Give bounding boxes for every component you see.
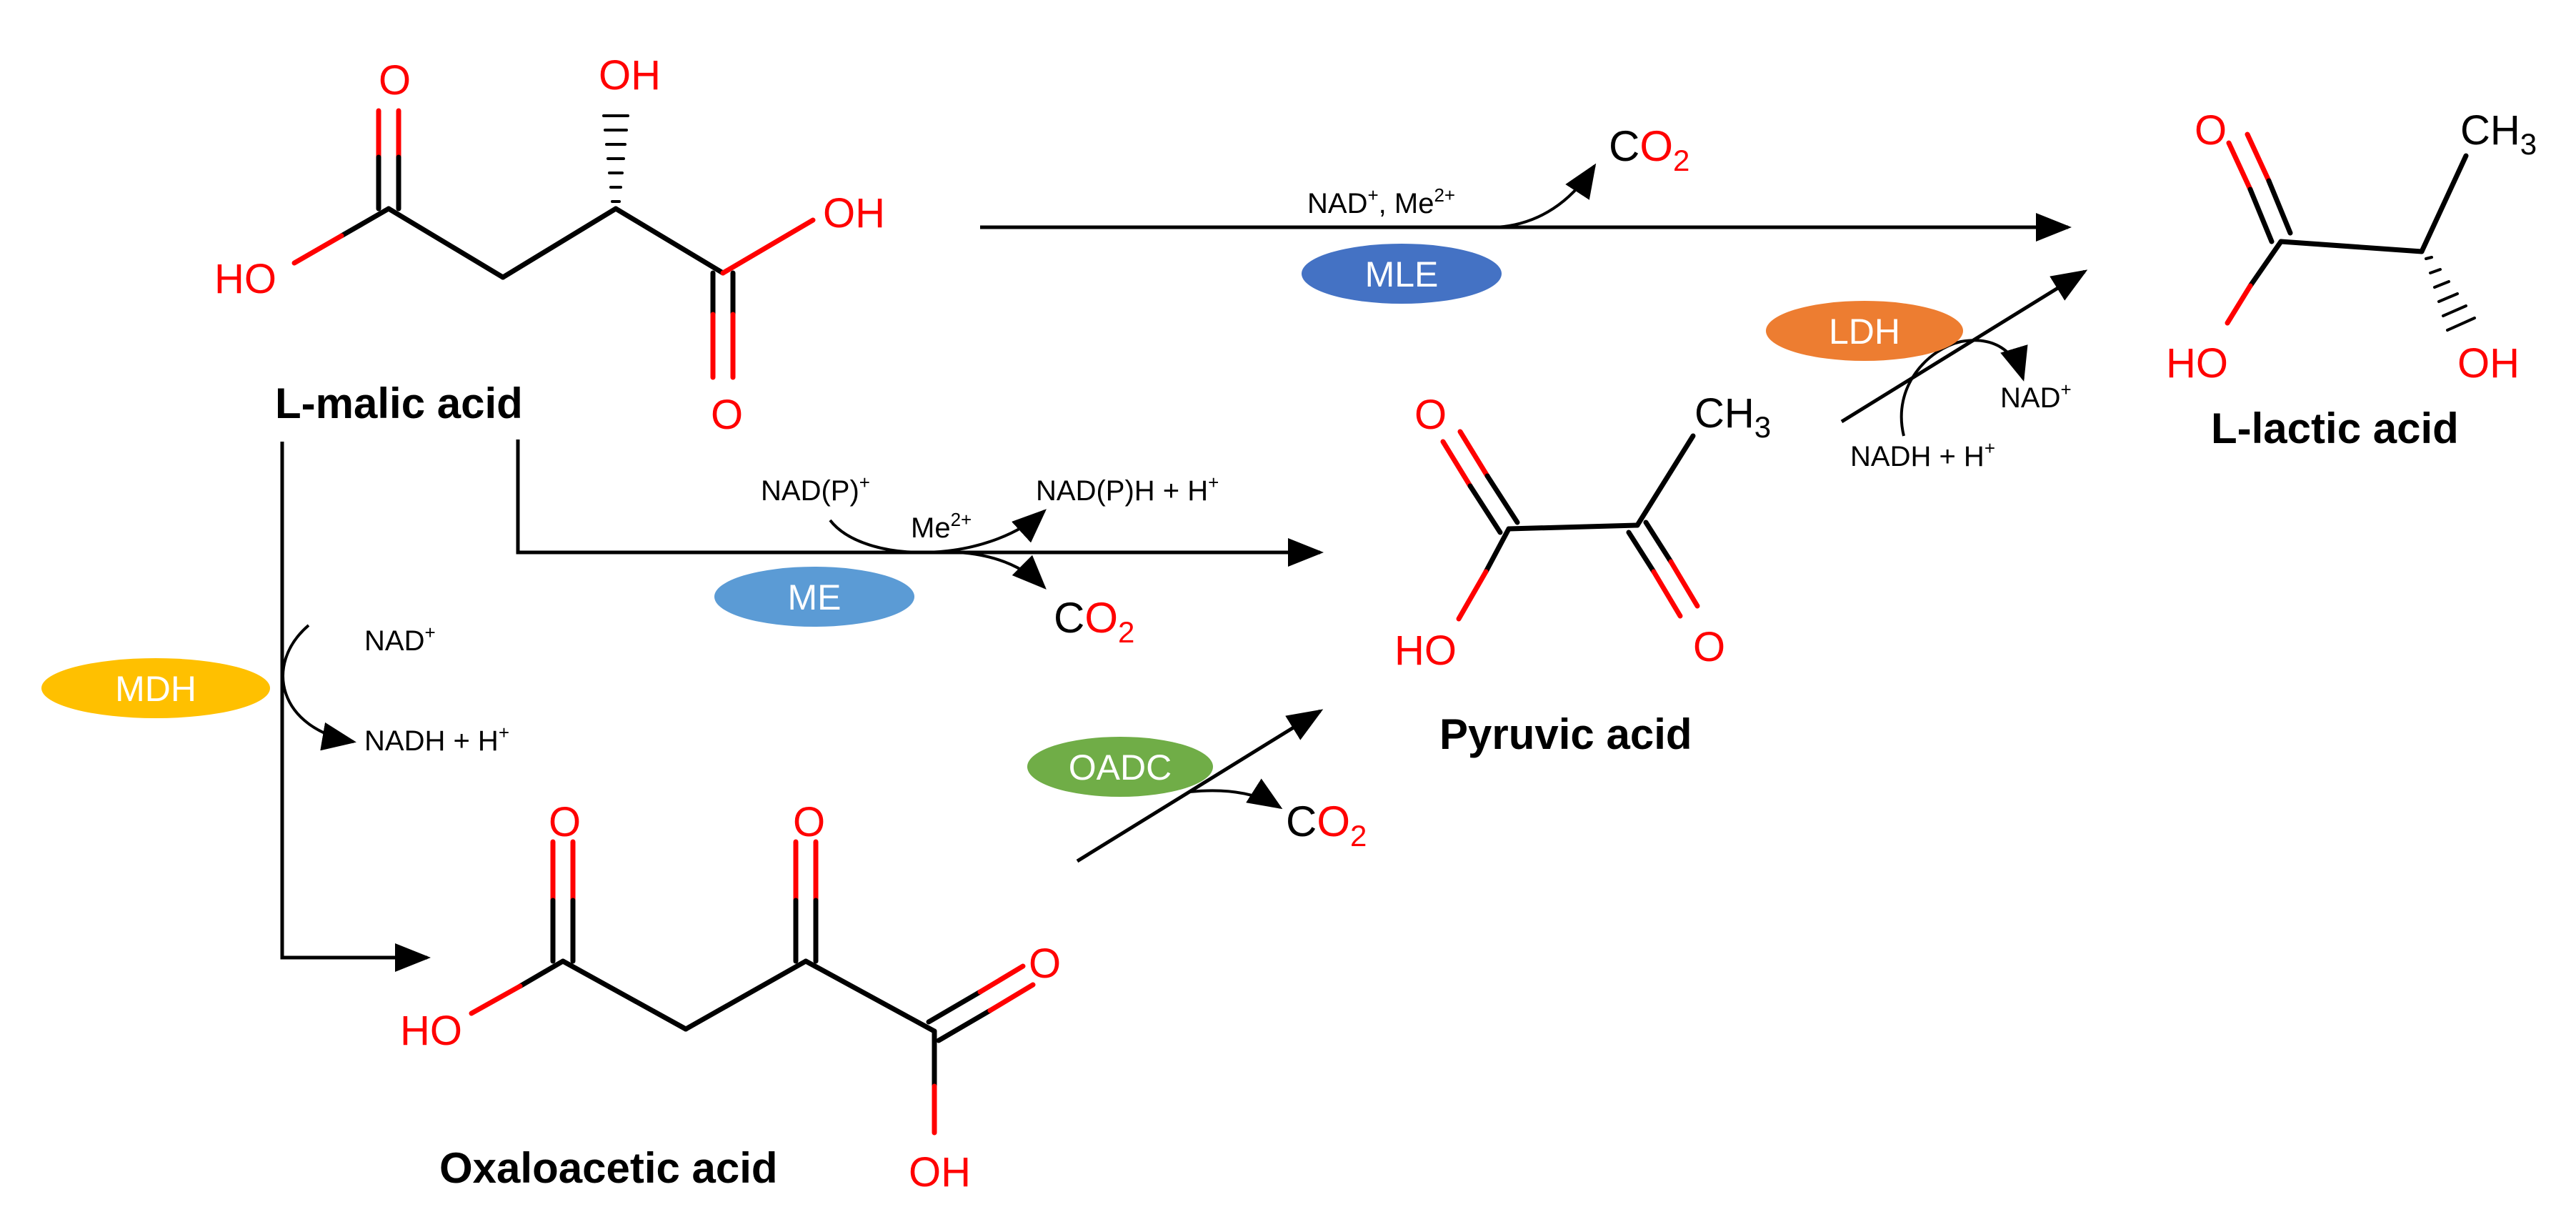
- enzyme-oadc-label: OADC: [1069, 747, 1172, 788]
- hashed-wedge: [602, 114, 629, 203]
- ldh-arrow: [1840, 269, 2088, 424]
- lactic-acid-label: L-lactic acid: [2211, 404, 2459, 452]
- enzyme-mle-label: MLE: [1365, 254, 1439, 294]
- mdh-cofactor-nad: NAD+: [364, 622, 436, 657]
- me-cofactor-nadp: NAD(P)+: [761, 472, 870, 507]
- atom-oh: OH: [909, 1149, 971, 1196]
- mdh-reaction: NAD+ NADH + H+ MDH: [41, 442, 509, 972]
- atom-oh: OH: [599, 52, 661, 99]
- nad-curve-arrow: [281, 624, 356, 751]
- atom-o: O: [1693, 624, 1725, 670]
- mle-reaction: NAD+, Me2+ CO2 MLE: [980, 122, 2072, 304]
- co2-product: CO2: [1054, 594, 1134, 649]
- me-cofactor-nadph: NAD(P)H + H+: [1036, 472, 1219, 507]
- enzyme-mle: [1302, 244, 1502, 304]
- malic-acid-label: L-malic acid: [275, 379, 523, 427]
- atom-oh: OH: [2457, 340, 2520, 387]
- atom-oh: OH: [823, 190, 885, 237]
- atom-ho: HO: [1394, 627, 1457, 674]
- co2-product: CO2: [1609, 122, 1689, 177]
- oxaloacetic-acid-structure: O O O HO OH: [400, 799, 1061, 1196]
- enzyme-mdh: [41, 658, 270, 718]
- atom-ho: HO: [214, 256, 276, 302]
- oadc-reaction: CO2 OADC: [1027, 709, 1367, 863]
- atom-o: O: [1029, 940, 1061, 987]
- atom-o: O: [2195, 107, 2227, 154]
- co2-release-arrow: [1189, 778, 1283, 810]
- atom-o: O: [1414, 392, 1447, 438]
- lactic-acid-structure: O CH3 HO OH: [2166, 107, 2537, 387]
- co2-release-arrow: [958, 551, 1047, 590]
- enzyme-ldh-label: LDH: [1829, 312, 1900, 352]
- atom-ch3: CH3: [2460, 107, 2537, 161]
- atom-ho: HO: [2166, 340, 2228, 387]
- atom-ho: HO: [400, 1008, 462, 1054]
- enzyme-ldh: [1766, 301, 1963, 361]
- enzyme-mdh-label: MDH: [115, 669, 196, 709]
- atom-o: O: [549, 799, 581, 845]
- co2-product: CO2: [1286, 798, 1367, 853]
- atom-o: O: [379, 57, 411, 104]
- me-arrow: [516, 439, 1324, 567]
- me-reaction: NAD(P)+ Me2+ NAD(P)H + H+ CO2 ME: [516, 439, 1324, 649]
- nadh-curve-arrow: [1899, 339, 2028, 437]
- ldh-cofactor-nad: NAD+: [2000, 379, 2072, 414]
- enzyme-me: [714, 567, 914, 627]
- me-cofactor-metal: Me2+: [911, 509, 972, 544]
- pyruvic-acid-structure: O CH3 HO O: [1394, 390, 1771, 674]
- oadc-arrow: [1076, 709, 1324, 863]
- mdh-arrow: [280, 442, 431, 972]
- nadp-curve-arrow: [829, 509, 1047, 554]
- enzyme-me-label: ME: [788, 577, 842, 617]
- mdh-cofactor-nadh: NADH + H+: [364, 722, 509, 757]
- atom-ch3: CH3: [1694, 390, 1771, 444]
- enzyme-oadc: [1027, 737, 1213, 797]
- pyruvic-acid-label: Pyruvic acid: [1439, 710, 1692, 758]
- mle-cofactor: NAD+, Me2+: [1307, 184, 1455, 219]
- ldh-cofactor-nadh: NADH + H+: [1850, 437, 1995, 472]
- oxaloacetic-acid-label: Oxaloacetic acid: [439, 1144, 778, 1192]
- atom-o: O: [793, 799, 825, 845]
- ldh-reaction: NAD+ NADH + H+ LDH: [1766, 269, 2088, 472]
- malic-acid-structure: O OH OH HO O: [214, 52, 885, 438]
- hashed-wedge: [2425, 256, 2476, 332]
- atom-o: O: [711, 392, 743, 438]
- co2-release-arrow: [1496, 163, 1597, 229]
